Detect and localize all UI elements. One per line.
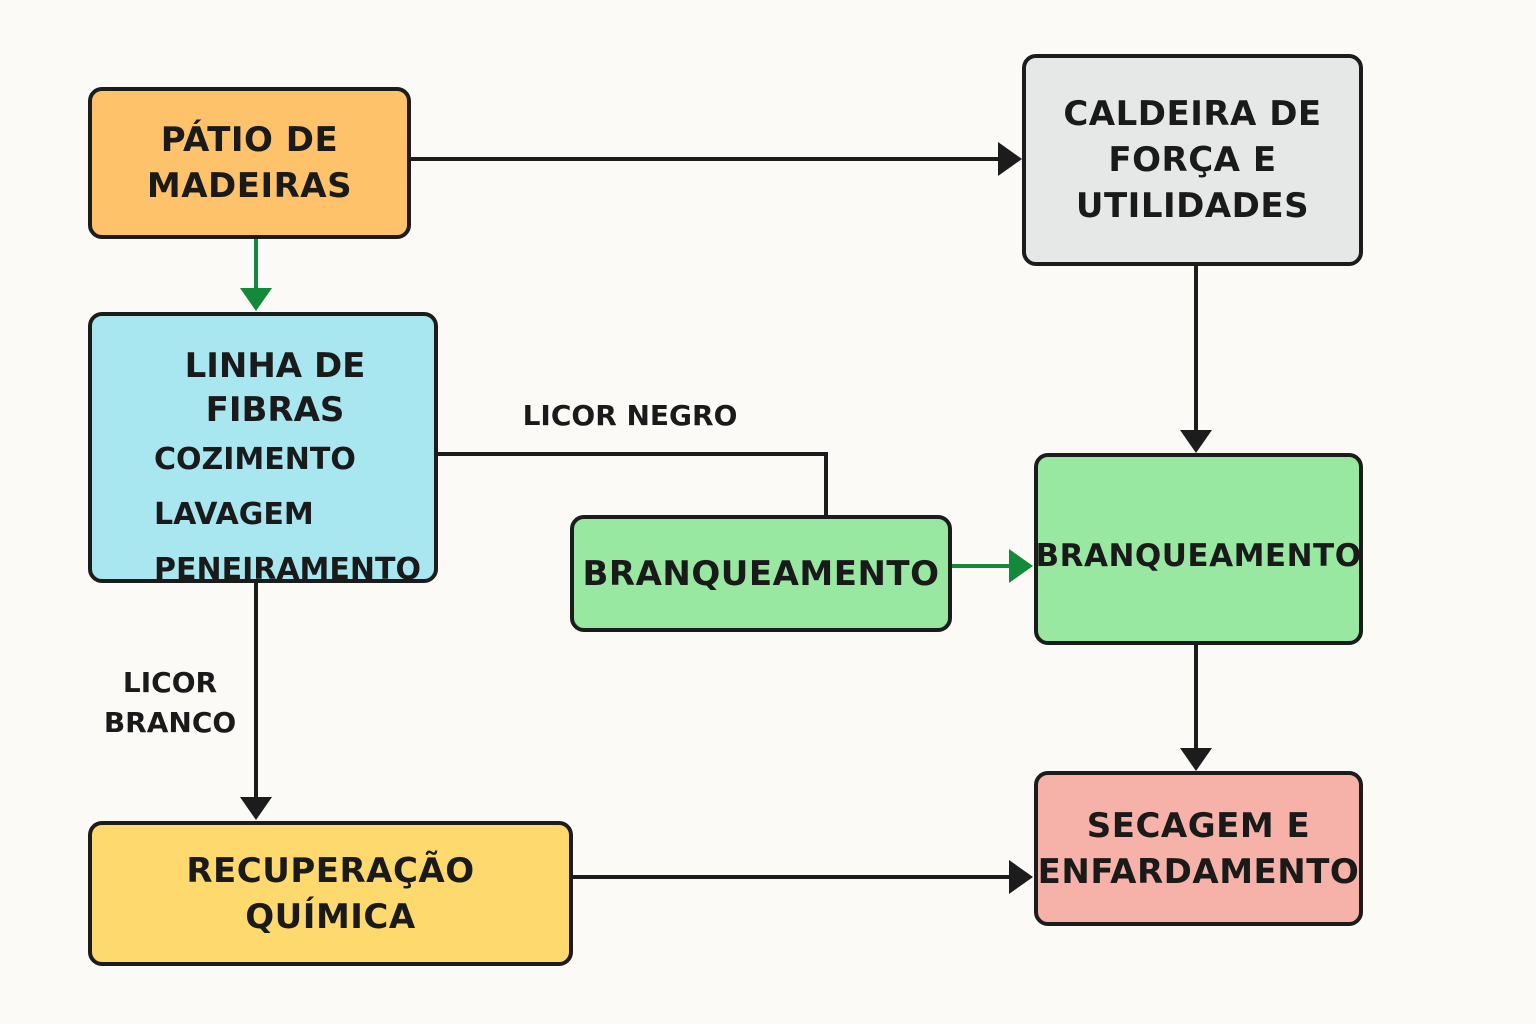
node-linha-de-fibras: LINHA DE FIBRAS COZIMENTO LAVAGEM PENEIR… [88,312,438,587]
edge-label-licor-negro: LICOR NEGRO [522,399,738,432]
arrowhead-linha [240,288,272,311]
node-branqueamento-1: BRANQUEAMENTO [570,515,952,632]
arrowhead-branqueamento-green [1009,549,1033,583]
arrowhead-branqueamento-2 [1180,430,1212,453]
step-cozimento: COZIMENTO [154,442,356,477]
step-lavagem: LAVAGEM [154,497,314,532]
node-label: PÁTIO DE MADEIRAS [146,120,353,206]
edge-licor-negro [438,452,828,515]
step-peneiramento: PENEIRAMENTO [154,552,421,587]
node-patio-de-madeiras: PÁTIO DE MADEIRAS [88,87,411,239]
node-label: CALDEIRA DE FORÇA E UTILIDADES [1063,94,1322,226]
arrowhead-recuperacao [240,797,272,820]
node-label: SECAGEM E ENFARDAMENTO [1037,805,1360,892]
node-label: BRANQUEAMENTO [582,553,940,594]
arrowhead-secagem-top [1180,748,1212,771]
node-branqueamento-2: BRANQUEAMENTO [1034,453,1363,645]
node-title: LINHA DE FIBRAS [184,346,366,430]
node-label: BRANQUEAMENTO [1035,538,1362,574]
node-secagem-enfardamento: SECAGEM E ENFARDAMENTO [1034,771,1363,926]
node-recuperacao-quimica: RECUPERAÇÃO QUÍMICA [88,821,573,966]
arrowhead-secagem-left [1009,860,1033,894]
edge-label-licor-branco: LICOR BRANCO [103,666,237,739]
arrowhead-caldeira [998,142,1022,176]
node-caldeira: CALDEIRA DE FORÇA E UTILIDADES [1022,54,1363,266]
node-label: RECUPERAÇÃO QUÍMICA [186,850,475,937]
